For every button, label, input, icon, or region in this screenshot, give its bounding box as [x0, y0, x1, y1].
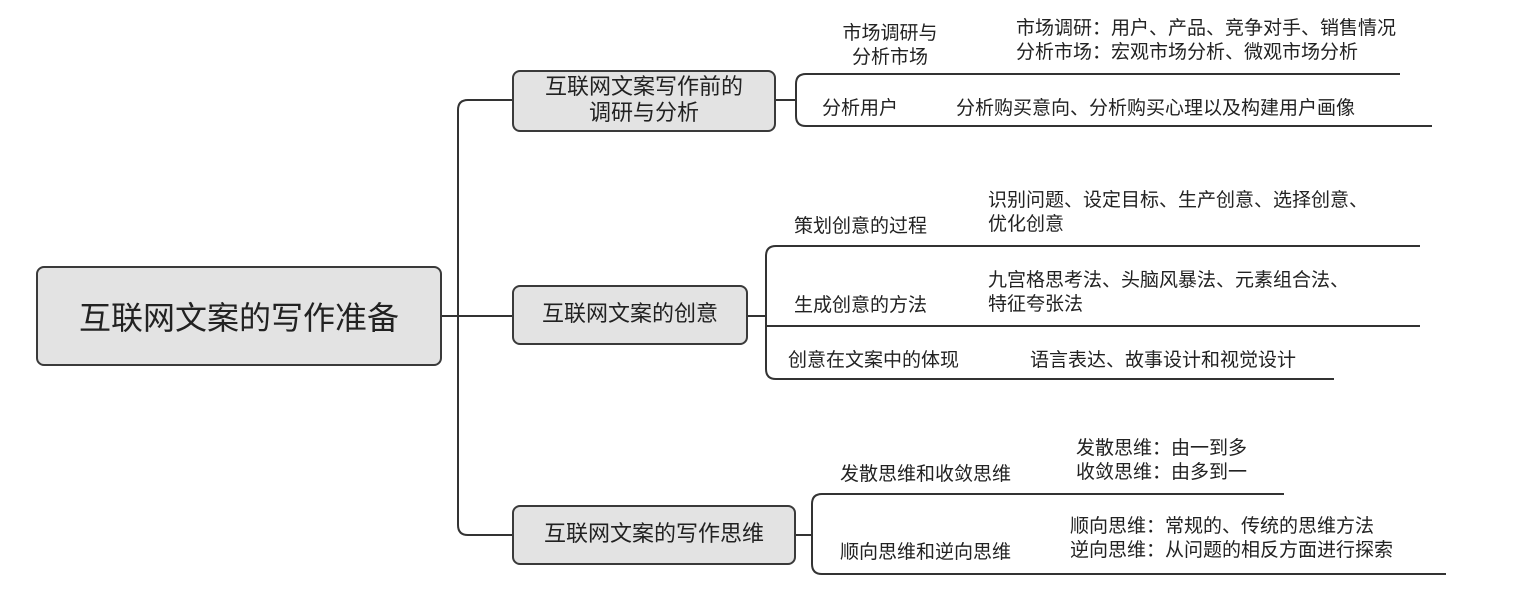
branch-1-child-1-label-line-1: 市场调研与 — [842, 22, 938, 44]
branch-2-node: 互联网文案的创意 — [512, 285, 748, 345]
branch-1-child-1-label-line-2: 分析市场 — [851, 46, 928, 68]
branch-2-child-1-details: 识别问题、设定目标、生产创意、选择创意、 优化创意 — [988, 188, 1368, 236]
branch-2-child-3-details: 语言表达、故事设计和视觉设计 — [1030, 349, 1297, 371]
branch-1-node: 互联网文案写作前的 调研与分析 — [512, 70, 776, 132]
detail-line: 收敛思维：由多到一 — [1076, 461, 1248, 483]
root-node: 互联网文案的写作准备 — [36, 266, 442, 366]
branch-1-child-1-details: 市场调研：用户、产品、竞争对手、销售情况 分析市场：宏观市场分析、微观市场分析 — [1016, 16, 1396, 64]
branch-3-label: 互联网文案的写作思维 — [543, 522, 764, 547]
root-label: 互联网文案的写作准备 — [78, 299, 399, 337]
branch-2-child-1-label: 策划创意的过程 — [794, 215, 928, 237]
detail-line: 市场调研：用户、产品、竞争对手、销售情况 — [1016, 17, 1397, 39]
trunk-line — [457, 99, 469, 536]
branch-2-child-2-details: 九宫格思考法、头脑风暴法、元素组合法、 特征夸张法 — [988, 268, 1349, 316]
detail-line: 特征夸张法 — [988, 293, 1084, 315]
branch-3-node: 互联网文案的写作思维 — [512, 505, 796, 565]
branch-2-label: 互联网文案的创意 — [541, 302, 718, 327]
detail-line: 识别问题、设定目标、生产创意、选择创意、 — [988, 189, 1369, 211]
detail-line: 发散思维：由一到多 — [1076, 437, 1248, 459]
branch-1-label-line-2: 调研与分析 — [588, 101, 699, 126]
detail-line: 九宫格思考法、头脑风暴法、元素组合法、 — [988, 269, 1350, 291]
branch-3-child-2-label: 顺向思维和逆向思维 — [840, 541, 1012, 563]
detail-line: 逆向思维：从问题的相反方面进行探索 — [1070, 539, 1394, 561]
branch-2-child-2-label: 生成创意的方法 — [794, 294, 928, 316]
branch-1-bracket — [795, 73, 807, 127]
detail-line: 优化创意 — [988, 213, 1065, 235]
branch-1-child-1-label: 市场调研与 分析市场 — [830, 21, 950, 69]
branch-3-bracket — [811, 493, 823, 575]
branch-2-bracket — [765, 245, 777, 380]
detail-line: 顺向思维：常规的、传统的思维方法 — [1070, 515, 1375, 537]
branch-3-child-2-details: 顺向思维：常规的、传统的思维方法 逆向思维：从问题的相反方面进行探索 — [1070, 514, 1393, 562]
branch-3-child-1-details: 发散思维：由一到多 收敛思维：由多到一 — [1076, 436, 1247, 484]
branch-1-label-line-1: 互联网文案写作前的 — [544, 75, 743, 100]
detail-line: 分析市场：宏观市场分析、微观市场分析 — [1016, 41, 1359, 63]
branch-1-child-2-label: 分析用户 — [822, 97, 899, 119]
branch-2-child-3-label: 创意在文案中的体现 — [788, 349, 960, 371]
branch-1-child-2-details: 分析购买意向、分析购买心理以及构建用户画像 — [956, 97, 1356, 119]
branch-3-child-1-label: 发散思维和收敛思维 — [840, 463, 1012, 485]
